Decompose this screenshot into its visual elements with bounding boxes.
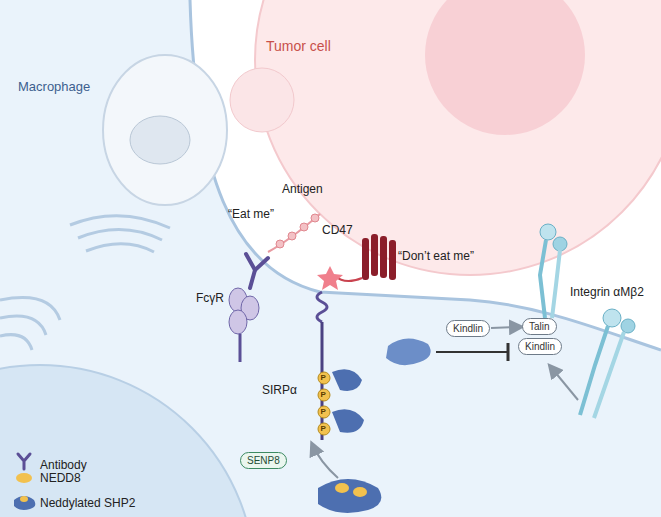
legend-icons xyxy=(14,454,35,510)
sirpa-ig-domain xyxy=(317,292,327,322)
legend-shp2-icon xyxy=(14,496,35,510)
sirpa xyxy=(317,292,364,440)
phosphate xyxy=(318,406,330,418)
legend-entry: Antibody xyxy=(40,458,87,472)
node-text: SENP8 xyxy=(247,454,280,467)
part-label: SIRPα xyxy=(262,384,297,398)
er-membrane xyxy=(0,316,46,335)
protein-pill: Talin xyxy=(522,318,557,335)
neddylated-shp2 xyxy=(318,479,381,513)
part-label: “Eat me” xyxy=(228,208,274,222)
integrin-domain xyxy=(621,319,635,333)
activation-arrow xyxy=(550,366,578,400)
cd47-helix xyxy=(362,238,369,280)
cd47-helix xyxy=(380,236,387,278)
receptor-domain xyxy=(229,310,247,334)
legend-entry: Neddylated SHP2 xyxy=(40,496,135,510)
part-label: Tumor cell xyxy=(266,38,331,54)
cell-membrane xyxy=(190,0,661,350)
shp2-body xyxy=(318,479,381,513)
golgi xyxy=(0,216,170,350)
phosphate-label: P xyxy=(321,390,326,399)
shp2-bound xyxy=(332,409,364,432)
legend-text: Neddylated SHP2 xyxy=(40,496,135,510)
shp2-free xyxy=(386,338,431,365)
engulfed-cell xyxy=(230,68,294,132)
inhibition-line xyxy=(436,351,508,353)
er-membrane xyxy=(0,335,32,350)
phosphate xyxy=(318,423,330,435)
protein-pill: Kindlin xyxy=(518,338,562,355)
golgi-stack xyxy=(86,244,154,252)
antigen-bead xyxy=(300,223,308,231)
antibody-arm xyxy=(255,258,268,270)
node-text: Kindlin xyxy=(453,322,483,335)
antibody xyxy=(246,254,268,288)
integrin-chain xyxy=(580,326,608,415)
macrophage-body xyxy=(103,55,227,205)
phosphate-label: P xyxy=(321,373,326,382)
nedd8 xyxy=(353,487,367,497)
integrin-chain xyxy=(540,240,546,318)
part-label: FcγR xyxy=(196,292,224,306)
legend-text: NEDD8 xyxy=(40,471,81,485)
node-text: Kindlin xyxy=(525,340,555,353)
fc-receptor xyxy=(229,288,259,362)
legend-antibody-icon xyxy=(18,454,30,469)
shp2-bound xyxy=(332,369,362,391)
integrin-lower xyxy=(580,309,635,418)
part-label: CD47 xyxy=(322,224,353,238)
part-label: Macrophage xyxy=(18,80,90,95)
legend-nedd8-icon xyxy=(16,473,32,483)
phosphate-label: P xyxy=(321,424,326,433)
golgi-stack xyxy=(78,229,162,240)
integrin-chain xyxy=(594,332,624,418)
macrophage-icon-nucleus xyxy=(130,116,190,164)
tumor-cell xyxy=(255,0,661,275)
legend-text: Antibody xyxy=(40,458,87,472)
inhibition-bar xyxy=(507,343,510,361)
integrin-chain xyxy=(552,250,560,318)
part-label: “Don’t eat me” xyxy=(398,250,474,264)
macrophage-icon xyxy=(103,55,294,205)
protein-pill: Kindlin xyxy=(446,320,490,337)
antigen-bead xyxy=(288,232,296,240)
nedd8 xyxy=(335,483,349,493)
antigen-bead xyxy=(311,214,319,222)
cd47-helix xyxy=(371,234,378,276)
antigen-chain xyxy=(268,214,320,252)
receptor-tail xyxy=(239,334,242,362)
phosphate xyxy=(318,389,330,401)
cd47 xyxy=(335,234,396,281)
antigen-bead xyxy=(276,240,284,248)
part-label: Antigen xyxy=(282,183,323,197)
part-label: Integrin αMβ2 xyxy=(570,286,644,300)
deneddylation-arrow xyxy=(312,444,338,478)
macrophage-nucleus xyxy=(0,365,255,517)
legend-entry: NEDD8 xyxy=(40,471,81,485)
integrin-domain xyxy=(603,309,621,327)
activation-arrow xyxy=(491,326,521,329)
integrin-upper xyxy=(540,224,567,318)
protein-pill: SENP8 xyxy=(240,452,287,469)
tumor-nucleus xyxy=(425,0,585,135)
phosphate xyxy=(318,372,330,384)
integrin-domain xyxy=(553,237,567,251)
golgi-stack xyxy=(70,216,170,228)
legend-shp2-nedd8 xyxy=(20,496,28,502)
cd47-helix xyxy=(389,240,396,280)
node-text: Talin xyxy=(529,320,550,333)
ligand-star xyxy=(317,266,343,290)
integrin-domain xyxy=(540,224,556,240)
phosphate-label: P xyxy=(321,407,326,416)
